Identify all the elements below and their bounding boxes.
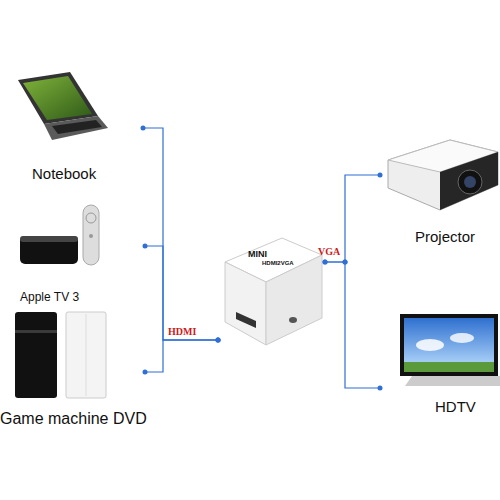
connector-dot xyxy=(323,260,328,265)
device-label: Notebook xyxy=(32,166,143,183)
signal-label: VGA xyxy=(318,246,340,257)
notebook-illustration xyxy=(18,72,108,140)
connector-dot xyxy=(143,370,148,375)
connector-dot xyxy=(323,260,328,265)
device-label: Projector xyxy=(415,229,500,246)
connector-dot xyxy=(216,338,221,343)
device-label: HDTV xyxy=(435,399,500,416)
connector-dot xyxy=(216,338,221,343)
apple-tv-illustration xyxy=(20,205,99,265)
connector-dot xyxy=(378,173,383,178)
connector-dot xyxy=(343,260,348,265)
connector-dot xyxy=(141,126,146,131)
converter-illustration xyxy=(225,238,322,345)
device-marking: HDMI2VGA xyxy=(262,260,325,267)
connector-dot xyxy=(216,338,221,343)
device-node: HDTV xyxy=(380,305,500,415)
cable-connector xyxy=(325,262,380,388)
device-node: Notebook xyxy=(15,70,143,182)
device-node: Game machine DVD xyxy=(0,300,145,428)
cable-connector xyxy=(145,246,218,340)
device-node: Projector xyxy=(380,135,500,245)
connector-dot xyxy=(143,244,148,249)
device-marking: MINI xyxy=(248,250,325,260)
connector-dot xyxy=(378,386,383,391)
game-console-illustration xyxy=(15,312,106,398)
device-label: Apple TV 3 xyxy=(20,291,145,304)
cable-connector xyxy=(145,340,218,372)
cable-connector xyxy=(143,128,218,340)
converter-box: MINIHDMI2VGA xyxy=(218,236,325,350)
connector-dot xyxy=(343,260,348,265)
projector-illustration xyxy=(388,140,498,210)
device-label: Game machine DVD xyxy=(0,410,145,428)
hdtv-illustration xyxy=(400,314,500,386)
device-node: Apple TV 3 xyxy=(10,200,145,304)
signal-label: HDMI xyxy=(168,326,196,337)
